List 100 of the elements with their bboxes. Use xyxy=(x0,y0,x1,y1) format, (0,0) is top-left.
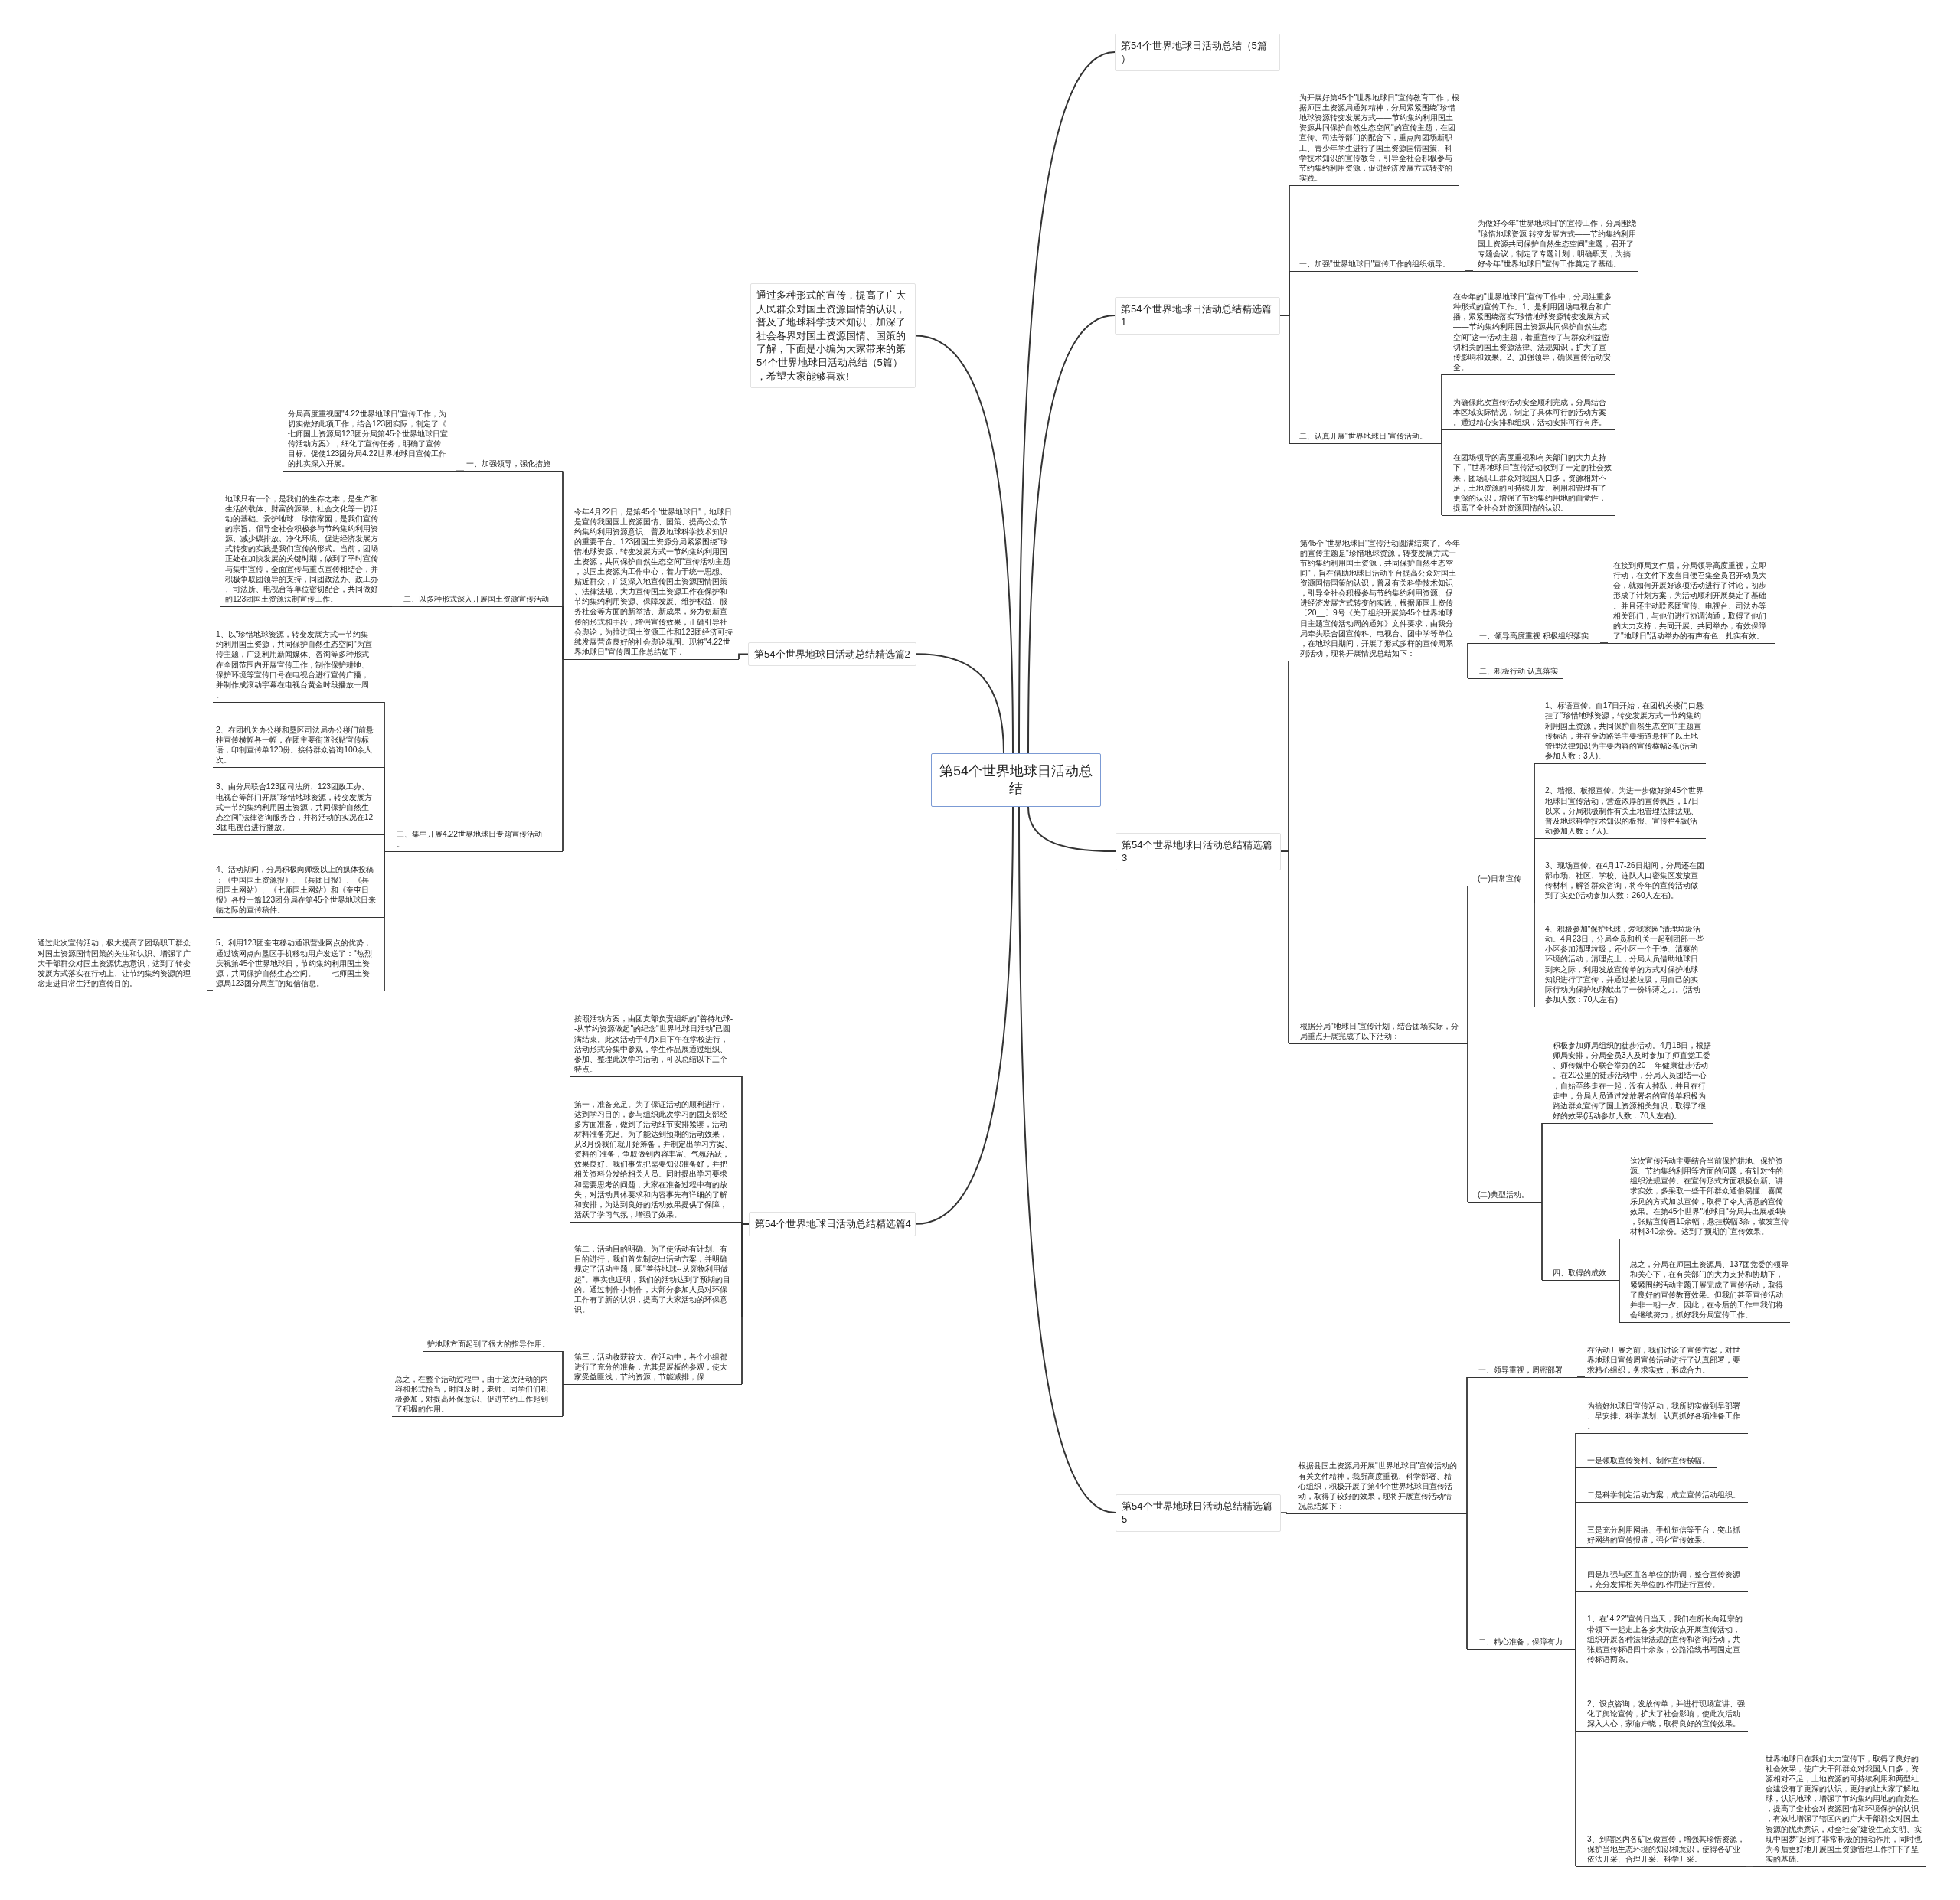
topic-box: 第54个世界地球日活动总结精选篇2 xyxy=(748,641,916,667)
topic-text: 为搞好地球日宣传活动，我所切实做到早部署、早安排、科学谋划、认真抓好各项准备工作。 xyxy=(1576,1400,1748,1434)
connector-line xyxy=(384,850,385,991)
topic-text: 三是充分利用网络、手机短信等平台，突出抓好网络的宣传报道，强化宣传效果。 xyxy=(1576,1524,1748,1548)
topic-text: 3、到辖区内各矿区做宣传，增强其珍惜资源，保护当地生态环境的知识和意识，使得各矿业依法开采、合理开采、科学开采。 xyxy=(1576,1833,1746,1867)
topic-text: 5、利用123团奎屯移动通讯营业网点的优势，通过该网点向垦区手机移动用户发送了："热烈庆祝第45个世界地球日，节约集约利用国土资源，共同保护自然生态空间。——七师国土资源局123团分局宣"的短信信息。 xyxy=(213,938,384,991)
connector-line xyxy=(1466,1376,1468,1514)
connector-line xyxy=(1465,270,1474,272)
connector-line xyxy=(1534,837,1535,886)
topic-text: 这次宣传活动主要结合当前保护耕地、保护资源、节约集约利用等方面的问题，有针对性的组织法规宣传。在宣传形式方面积极创新、讲求实效，多采取一些干部群众通俗易懂、喜闻乐见的方式加以宣传，取得了令人满意的宣传效果。在第45个世界"地球日"分局共出展板4块，张贴宣传画10余幅，悬挂横幅3条，散发宣传材料340余份。达到了预期的`宣传效果。 xyxy=(1619,1156,1790,1239)
connector-line xyxy=(741,1223,750,1385)
topic-text: 3、现场宣传。在4月17-26日期间，分局还在团部市场、社区、学校、连队人口密集区发放宣传材料，解答群众咨询，将今年的宣传活动做到了实处(活动参加人数：260人左右)。 xyxy=(1534,860,1706,903)
connector-line xyxy=(1745,1866,1754,1867)
topic-text: (二)典型活动。 xyxy=(1468,1189,1542,1203)
topic-text: 在活动开展之前，我们讨论了宣传方案，对世界地球日宣传周宣传活动进行了认真部署，要求精心组织，务求实效，形成合力。 xyxy=(1585,1344,1748,1378)
topic-box: 第54个世界地球日活动总结精选篇5 xyxy=(1116,1494,1281,1532)
connector-line xyxy=(562,606,564,660)
topic-text: 二、精心准备，保障有力 xyxy=(1467,1636,1576,1650)
topic-text: 为开展好第45个"世界地球日"宣传教育工作，根据师国土资源局通知精神，分局紧紧围绕"珍惜地球资源转变发展方式——节约集约利用国土资源共同保护自然生态空间"的宣传主题，在团宣传、司法等部门的配合下，重点向团场新职工、青少年学生进行了国土资源国情国策、科学技术知识的宣传教育，引导全社会积极参与节约集约利用资源，促进经济发展方式转变的实践。 xyxy=(1289,93,1459,186)
topic-text: 1、在"4.22"宣传日当天，我们在所长向延宗的带领下一起走上各乡大街设点开展宣传活动，组织开展各种法律法规的宣传和咨询活动，共张贴宣传标语四十余条，公路沿线书写固定宣传标语两条。 xyxy=(1576,1614,1748,1667)
topic-text: 4、积极参加"保护地球，爱我家园"清理垃圾活动。4月23日，分局全员和机关一起到团部一些小区参加清理垃圾，还小区一个干净、清爽的环境的活动，清理点上，分局人员借助地球日到来之际，利用发放宣传单的方式对保护地球知识进行了宣传，并通过捡垃圾，用自己的实际行动为保护地球献出了一份绵薄之力。(活动参加人数：70人左右) xyxy=(1534,924,1706,1007)
topic-text: 一是领取宣传资料、制作宣传横幅。 xyxy=(1576,1454,1717,1468)
topic-text: 1、以"珍惜地球资源，转变发展方式一节约集约利用国土资源，共同保护自然生态空间"为宣传主题，广泛利用新闻媒体、咨询等多种形式在全团范围内开展宣传工作，制作保护耕地、保护环境等宣传口号在电视台进行宣传广播，并制作成滚动字幕在电视台黄金时段播放一周。 xyxy=(213,629,384,703)
connector-line xyxy=(1599,642,1609,644)
topic-box: 第54个世界地球日活动总结（5篇） xyxy=(1115,33,1280,71)
topic-text: 总之，分局在师国土资源局、137团党委的领导和关心下，在有关部门的大力支持和协助下，紧紧围绕活动主题开展完成了宣传活动，取得了良好的宣传教育效果。但我们甚至宣传活动并非一朝一夕。因此，在今后的工作中我们将会继续努力，抓好我分局宣传工作。 xyxy=(1619,1259,1790,1323)
topic-text: 分局高度重视国"4.22世界地球日"宣传工作，为切实做好此项工作，结合123团实际，制定了《七师国土资源局123团分局第45个世界地球日宣传活动方案》，细化了宣传任务，明确了宣传目标。促使123团分局4.22世界地球日宣传工作的扎实深入开展。 xyxy=(283,408,456,472)
connector-line xyxy=(1575,1591,1576,1650)
connector-line xyxy=(1467,660,1468,679)
topic-text: 根据县国土资源局开展"世界地球日"宣传活动的有关文件精神，我所高度重视、科学部署、精心组织，积极开展了第44个世界地球日宣传活动，取得了较好的效果，现将开展宣传活动情况总结如下： xyxy=(1286,1461,1467,1514)
topic-text: 2、墙报、板报宣传。为进一步做好第45个世界地球日宣传活动，营造浓厚的宣传氛围，17日以来，分局积极制作有关土地管理法律法规、普及地球科学技术知识的板报、宣传栏4版(活动参加人数：7人)。 xyxy=(1534,785,1706,839)
curved-connector xyxy=(916,653,1004,754)
topic-box: 第54个世界地球日活动总结精选篇3 xyxy=(1116,832,1281,870)
connector-line xyxy=(391,606,400,607)
topic-text: 二、积极行动 认真落实 xyxy=(1468,665,1563,679)
connector-line xyxy=(1619,1279,1620,1323)
topic-text: (一)日常宣传 xyxy=(1468,873,1534,886)
topic-text: 为确保此次宣传活动安全顺利完成，分局结合本区域实际情况，制定了具体可行的活动方案。通过精心安排和组织，活动安排可行有序。 xyxy=(1442,397,1615,430)
connector-line xyxy=(456,470,465,472)
topic-text: 通过此次宣传活动，极大提高了团场职工群众对国土资源国情国策的关注和认识、增强了广大干部群众对国土资源忧患意识，达到了转变发展方式落实在行动上、让节约集约资源的理念走进日常生活的宣传目的。 xyxy=(34,938,207,991)
topic-text: 积极参加师局组织的徒步活动。4月18日，根据师局安排，分局全员3人及时参加了师直党工委、师传媒中心联合举办的20__年健康徒步活动。在20公里的徒步活动中，分局人员团结一心，自始至终走在一起，没有人掉队，并且在行走中，分局人员通过发放署名的宣传单积极为路边群众宣传了国土资源相关知识，取得了很好的效果(活动参加人数：70人左右)。 xyxy=(1542,1040,1713,1124)
topic-box: 通过多种形式的宣传，提高了广大人民群众对国土资源国情的认识，普及了地球科学技术知识，加深了社会各界对国土资源国情、国策的了解，下面是小编为大家带来的第54个世界地球日活动总结（5篇），希望大家能够喜欢! xyxy=(750,283,916,389)
topic-text: 1、标语宣传。自17日开始，在团机关楼门口悬挂了"珍惜地球资源，转变发展方式一节约集约利用国土资源，共同保护自然生态空间"主题宣传标语，并在金边路等主要街道悬挂了以土地管理法律知识为主要内容的宣传横幅3条(活动参加人数：3人)。 xyxy=(1534,700,1706,764)
curved-connector xyxy=(1018,51,1116,754)
topic-text: 一、加强"世界地球日"宣传工作的组织领导。 xyxy=(1289,258,1465,272)
connector-line xyxy=(1467,642,1468,661)
connector-line xyxy=(1280,1512,1287,1514)
topic-text: 四是加强与区直各单位的协调，整合宣传资源，充分发挥相关单位的.作用进行宣传。 xyxy=(1576,1569,1748,1592)
topic-text: 二、以多种形式深入开展国土资源宣传活动 xyxy=(400,593,563,607)
topic-text: 第45个"世界地球日"宣传活动圆满结束了。今年的宣传主题是"珍惜地球资源，转变发展方式一节约集约利用国土资源，共同保护自然生态空间"，旨在借助地球日活动平台提高公众对国土资源国情国策的认识，普及有关科学技术知识，引导全社会积极参与节约集约利用资源、促进经济发展方式转变的实践，根据师国土资传〔20__〕9号《关于组织开展第45个世界地球日主题宣传活动周的通知》文件要求，由我分局牵头联合团宣传科、电视台、团中学等单位，在地球日期间，开展了形式多样的宣传周系列活动，现将开展情况总结如下： xyxy=(1289,537,1468,661)
connector-line xyxy=(1541,1201,1543,1281)
topic-text: 第一，准备充足。为了保证活动的顺利进行，达到学习目的，参与组织此次学习的团支部经多方面准备，做到了活动细节安排紧凑，活动材料准备充足。为了能达到预期的活动效果，从3月份我们就开始筹备，并制定出学习方案、资料的`准备，争取做到内容丰富、气氛活跃，效果良好。我们事先把需要知识准备好，并把相关资料分发给相关人员。同时提出学习要求和需要思考的问题，大家在准备过程中有的放失，对活动具体要求和内容事先有详细的了解和安排，为达到良好的活动效果提供了保障，活跃了学习气氛，增强了效果。 xyxy=(570,1099,742,1223)
connector-line xyxy=(562,1350,564,1385)
topic-text: 在团场领导的高度重视和有关部门的大力支持下，"世界地球日"宣传活动收到了一定的社会效果，团场职工群众对我国人口多，资源相对不足，土地资源的可持续开发、利用和管理有了更深的认识，增强了节约集约用地的自觉性，提高了全社会对资源国情的认识。 xyxy=(1442,452,1615,516)
topic-box: 第54个世界地球日活动总结精选篇1 xyxy=(1115,296,1280,335)
topic-text: 四、取得的成效 xyxy=(1542,1267,1619,1281)
curved-connector xyxy=(1027,806,1116,853)
topic-text: 在今年的"世界地球日"宣传工作中，分局注重多种形式的宣传工作。1、是利用团场电视台和广播，紧紧围绕落实"珍惜地球资源转变发展方式——节约集约利用国土资源共同保护自然生态空间"这一活动主题，着重宣传了与群众利益密切相关的国土资源法律、法规知识，扩大了宣传影响和效果。2、加强领导，确保宣传活动安全。 xyxy=(1442,292,1615,375)
topic-text: 二、认真开展"世界地球日"宣传活动。 xyxy=(1289,430,1442,444)
topic-text: 按照活动方案，由团支部负责组织的"善待地球--从节约资源做起"的纪念"世界地球日活动"已圆满结束。此次活动于4月x日下午在学校进行，活动形式分集中参观，学生作品展通过组织、参加、整理此次学习活动，可以总结以下三个特点。 xyxy=(570,1014,742,1077)
topic-text: 地球只有一个，是我们的生存之本，是生产和生活的载体、财富的源泉、社会文化等一切活动的基础。爱护地球、珍惜家园，是我们宣传的宗旨。倡导全社会积极参与节约集约利用资源、减少碳排放、净化环境、促进经济发展方式转变的实践是我们宣传的形式。当前，团场正处在加快发展的关键时期，做到了平时宣传与集中宣传，全面宣传与重点宣传相结合，并积极争取团领导的支持，同团政法办、政工办、司法所、电视台等单位密切配合，共同做好的123团国土资源法制宣传工作。 xyxy=(220,493,392,607)
connector-line xyxy=(1576,1376,1586,1378)
connector-line xyxy=(1541,1122,1543,1203)
topic-text: 为做好今年"世界地球日"的宣传工作，分局围绕"珍惜地球资源 转变发展方式——节约集约利用国土资源共同保护自然生态空间"主题，召开了专题会议，制定了专题计划，明确职责，为搞好今年"世界地球日"宣传工作奠定了基础。 xyxy=(1473,218,1638,272)
curved-connector xyxy=(915,806,1014,1225)
topic-text: 三、集中开展4.22世界地球日专题宣传活动。 xyxy=(384,828,563,852)
curved-connector xyxy=(1018,806,1116,1514)
topic-text: 2、在团机关办公楼和垦区司法局办公楼门前悬挂宣传横幅各一幅，在团主要街道张贴宣传标语，印制宣传单120份。接待群众咨询100余人次。 xyxy=(213,724,384,768)
topic-text: 今年4月22日，是第45个"世界地球日"，地球日是宣传我国国土资源国情、国策、提高公众节约集约利用资源意识、普及地球科学技术知识的重要平台。123团国土资源分局紧紧围绕"珍惜地球资源，转变发展方式一节约集约利用国土资源，共同保护自然生态空间"宣传活动主题，以国土资源为工作中心，着力于统一思想、贴近群众，广泛深入地宣传国土资源国情国策、法律法规，大力宣传国土资源工作在保护和节约集约利用资源、保障发展、维护权益、服务社会等方面的新举措、新成果，努力创新宣传的形式和手段，增强宣传效果，正确引导社会舆论，为推进国土资源工作和123团经济可持续发展营造良好的社会舆论氛围。现将"4.22世界地球日"宣传周工作总结如下： xyxy=(563,506,739,660)
connector-line xyxy=(1467,1043,1468,1203)
connector-line xyxy=(384,834,385,852)
topic-text: 2、设点咨询，发放传单，并进行现场宣讲、强化了舆论宣传，扩大了社会影响，使此次活动深入人心，家喻户晓，取得良好的宣传效果。 xyxy=(1576,1698,1748,1732)
topic-text: 第二，活动目的明确。为了使活动有计划、有目的进行，我们首先制定出活动方案，并明确规定了活动主题，即"善待地球--从废物利用做起"。事实也证明，我们的活动达到了预期的目的。通过制作小制作，大部分参加人员对环保工作有了新的认识，提高了大家活动的环保意识。 xyxy=(570,1244,742,1317)
topic-text: 总之，在整个活动过程中，由于这次活动的内容和形式恰当，时间及时，老师、同学们们积极参加，对提高环保意识、促进节约工作起到了积极的作用。 xyxy=(392,1373,563,1417)
connector-line xyxy=(1619,1238,1620,1281)
topic-text: 护地球方面起到了很大的指导作用。 xyxy=(423,1338,563,1352)
topic-text: 在接到师局文件后，分局领导高度重视，立即行动，在文件下发当日便召集全员召开动员大会，就如何开展好该项活动进行了讨论，初步形成了计划方案，为活动顺利开展奠定了基础。并且还主动联系团宣传、电视台、司法办等相关部门，与他们进行协调沟通，取得了他们的大力支持，共同开展、共同举办，有效保障了"地球日"活动举办的有声有色、扎实有效。 xyxy=(1608,560,1775,644)
topic-box: 第54个世界地球日活动总结精选篇4 xyxy=(749,1212,916,1236)
connector-line xyxy=(1575,1648,1576,1867)
connector-line xyxy=(1467,885,1468,1044)
topic-text: 一、领导重视，周密部署 xyxy=(1467,1364,1577,1378)
topic-text: 根据分局"地球日"宣传计划，结合团场实际，分局重点开展完成了以下活动： xyxy=(1289,1020,1468,1044)
topic-text: 3、由分局联合123团司法所、123团政工办、电视台等部门开展"珍惜地球资源，转变发展方式一节约集约利用国土资源，共同保护自然生态空间"法律咨询服务台，并将活动的实况在123团电视台进行播放。 xyxy=(213,782,384,835)
connector-line xyxy=(1534,885,1535,1007)
topic-text: 世界地球日在我们大力宣传下，取得了良好的社会效果，使广大干部群众对我国人口多，资源相对不足，土地资源的可持续利用和两型社会建设有了更深的认识，更好的让大家了解地球，认识地球，增强了节约集约用地的自觉性，提高了全社会对资源国情和环境保护的认识，有效地增强了辖区内的广大干部群众对国土资源的忧患意识，对全社会"建设生态文明、实现中国梦"起到了非常积极的推动作用，同时也为今后更好地开展国土资源管理工作打下了坚实的基础。 xyxy=(1753,1753,1926,1867)
topic-text: 第三，活动收获较大。在活动中，各个小组都进行了充分的准备，尤其是展板的参观，使大家受益匪浅，节约资源，节能减排，保 xyxy=(563,1351,742,1385)
connector-line xyxy=(738,653,749,660)
curved-connector xyxy=(915,335,1014,754)
connector-line xyxy=(206,990,214,991)
topic-text: 一、领导高度重视 积极组织落实 xyxy=(1468,630,1600,644)
connector-line xyxy=(1280,850,1289,1044)
topic-text: 4、活动期间，分局积极向师级以上的媒体投稿：《中国国土资源报》、《兵团日报》、《兵团国土网站》、《七师国土网站》和《奎屯日报》各投一篇123团分局在第45个世界地球日来临之际的宣传稿件。 xyxy=(213,864,384,918)
connector-line xyxy=(1441,442,1442,516)
connector-line xyxy=(562,658,564,852)
connector-line xyxy=(1466,1513,1468,1650)
central-topic-box: 第54个世界地球日活动总结 xyxy=(931,753,1101,807)
connector-line xyxy=(1441,429,1442,444)
connector-line xyxy=(562,1383,564,1417)
curved-connector xyxy=(1027,315,1116,754)
topic-text: 一、加强领导，强化措施 xyxy=(464,459,563,472)
